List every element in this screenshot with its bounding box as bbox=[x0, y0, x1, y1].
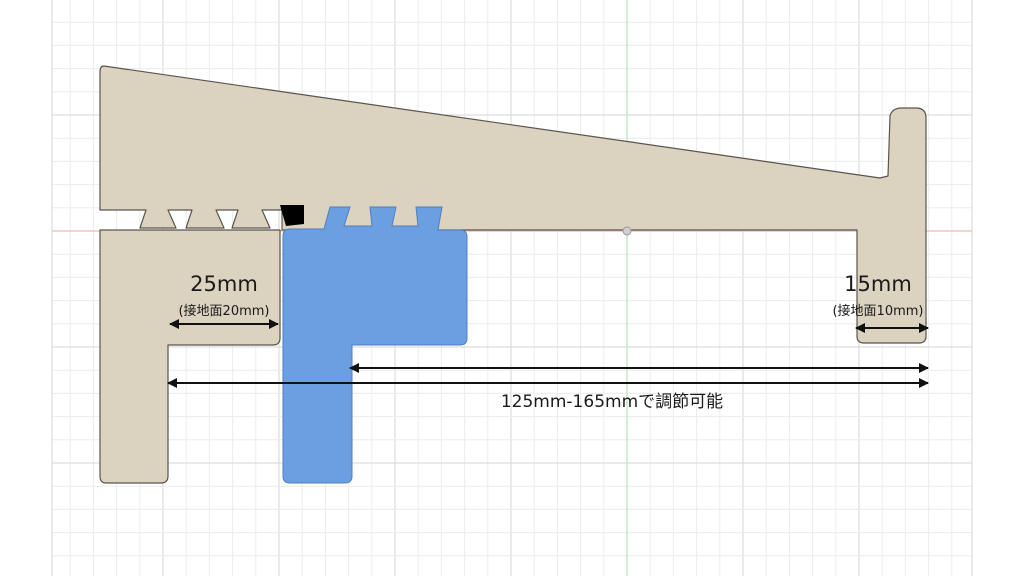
left-width-label: 25mm bbox=[190, 272, 258, 296]
range-label: 125mm-165mmで調節可能 bbox=[501, 392, 723, 412]
left-contact-label: (接地面20mm) bbox=[178, 303, 269, 319]
stand-base-body bbox=[99, 65, 927, 344]
origin-marker bbox=[622, 226, 632, 236]
right-width-label: 15mm bbox=[844, 272, 912, 296]
stand-left-foot bbox=[99, 229, 281, 484]
selected-tooth bbox=[280, 205, 304, 226]
right-contact-label: (接地面10mm) bbox=[832, 303, 923, 319]
slider-piece[interactable] bbox=[282, 206, 468, 484]
